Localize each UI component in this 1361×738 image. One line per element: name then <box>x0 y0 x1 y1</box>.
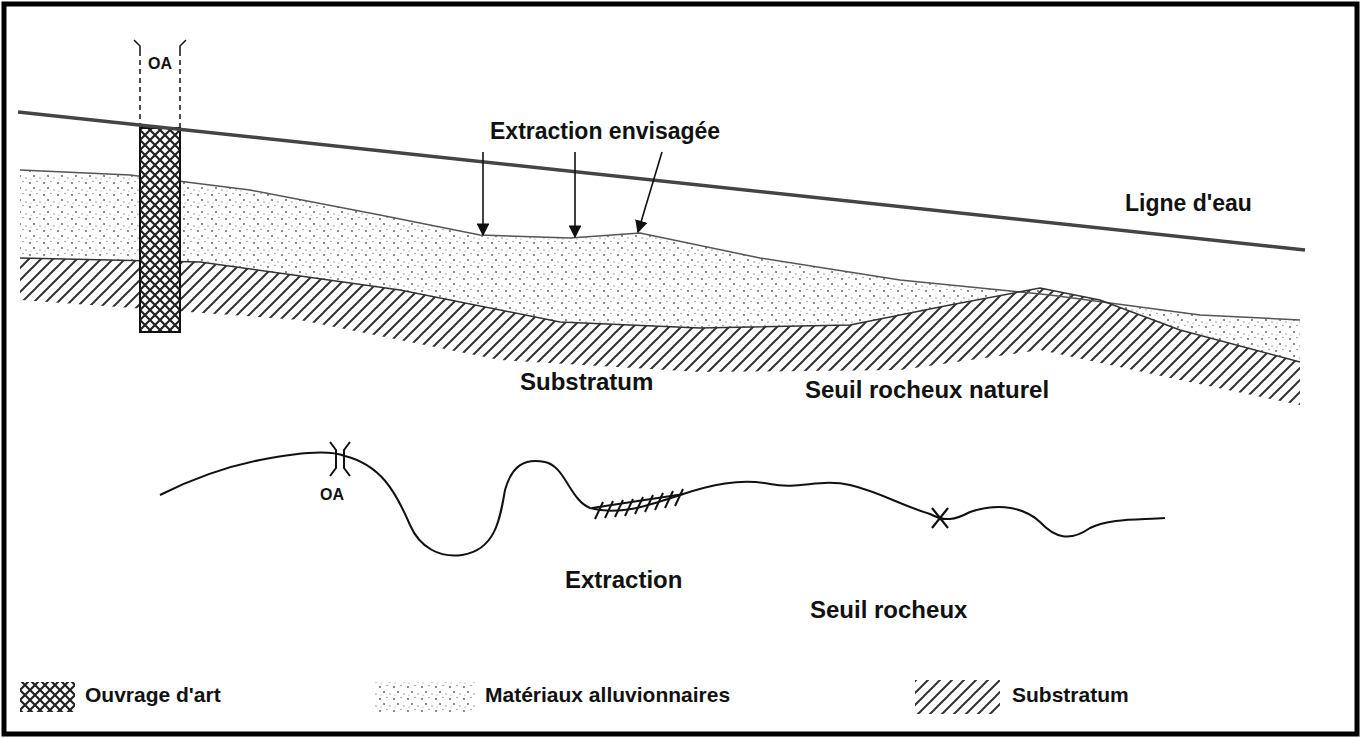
pier-label: OA <box>148 55 172 73</box>
legend-text: Matériaux alluvionnaires <box>485 683 730 707</box>
plan-rock-sill-cross <box>932 508 948 528</box>
legend-text: Ouvrage d'art <box>85 683 221 707</box>
rock-sill-label: Seuil rocheux naturel <box>805 376 1049 404</box>
alluvial-surface <box>20 170 1300 320</box>
river-plan-line <box>160 453 1165 556</box>
plan-extraction-label: Extraction <box>565 566 682 594</box>
pier-dashed-outline <box>140 52 180 128</box>
water-line <box>18 112 1305 250</box>
extraction-arrows <box>483 152 662 237</box>
substratum-surface <box>20 258 1300 362</box>
plan-bridge-symbol <box>330 442 350 476</box>
pier-brackets <box>134 40 186 52</box>
layer-label: Substratum <box>520 368 653 396</box>
legend-swatch-substratum <box>915 680 1000 714</box>
extraction-callout: Extraction envisagée <box>490 118 720 144</box>
legend-swatch-pier <box>20 682 75 712</box>
frame <box>4 4 1357 734</box>
alluvial-layer <box>20 170 1300 362</box>
plan-extraction-hatch <box>592 489 684 519</box>
water-line-label: Ligne d'eau <box>1125 190 1252 216</box>
plan-bridge-label: OA <box>320 486 344 504</box>
bridge-pier <box>140 128 180 332</box>
plan-rock-sill-label: Seuil rocheux <box>810 596 967 624</box>
legend-swatch-alluvium <box>375 682 475 712</box>
legend-text: Substratum <box>1012 683 1129 707</box>
